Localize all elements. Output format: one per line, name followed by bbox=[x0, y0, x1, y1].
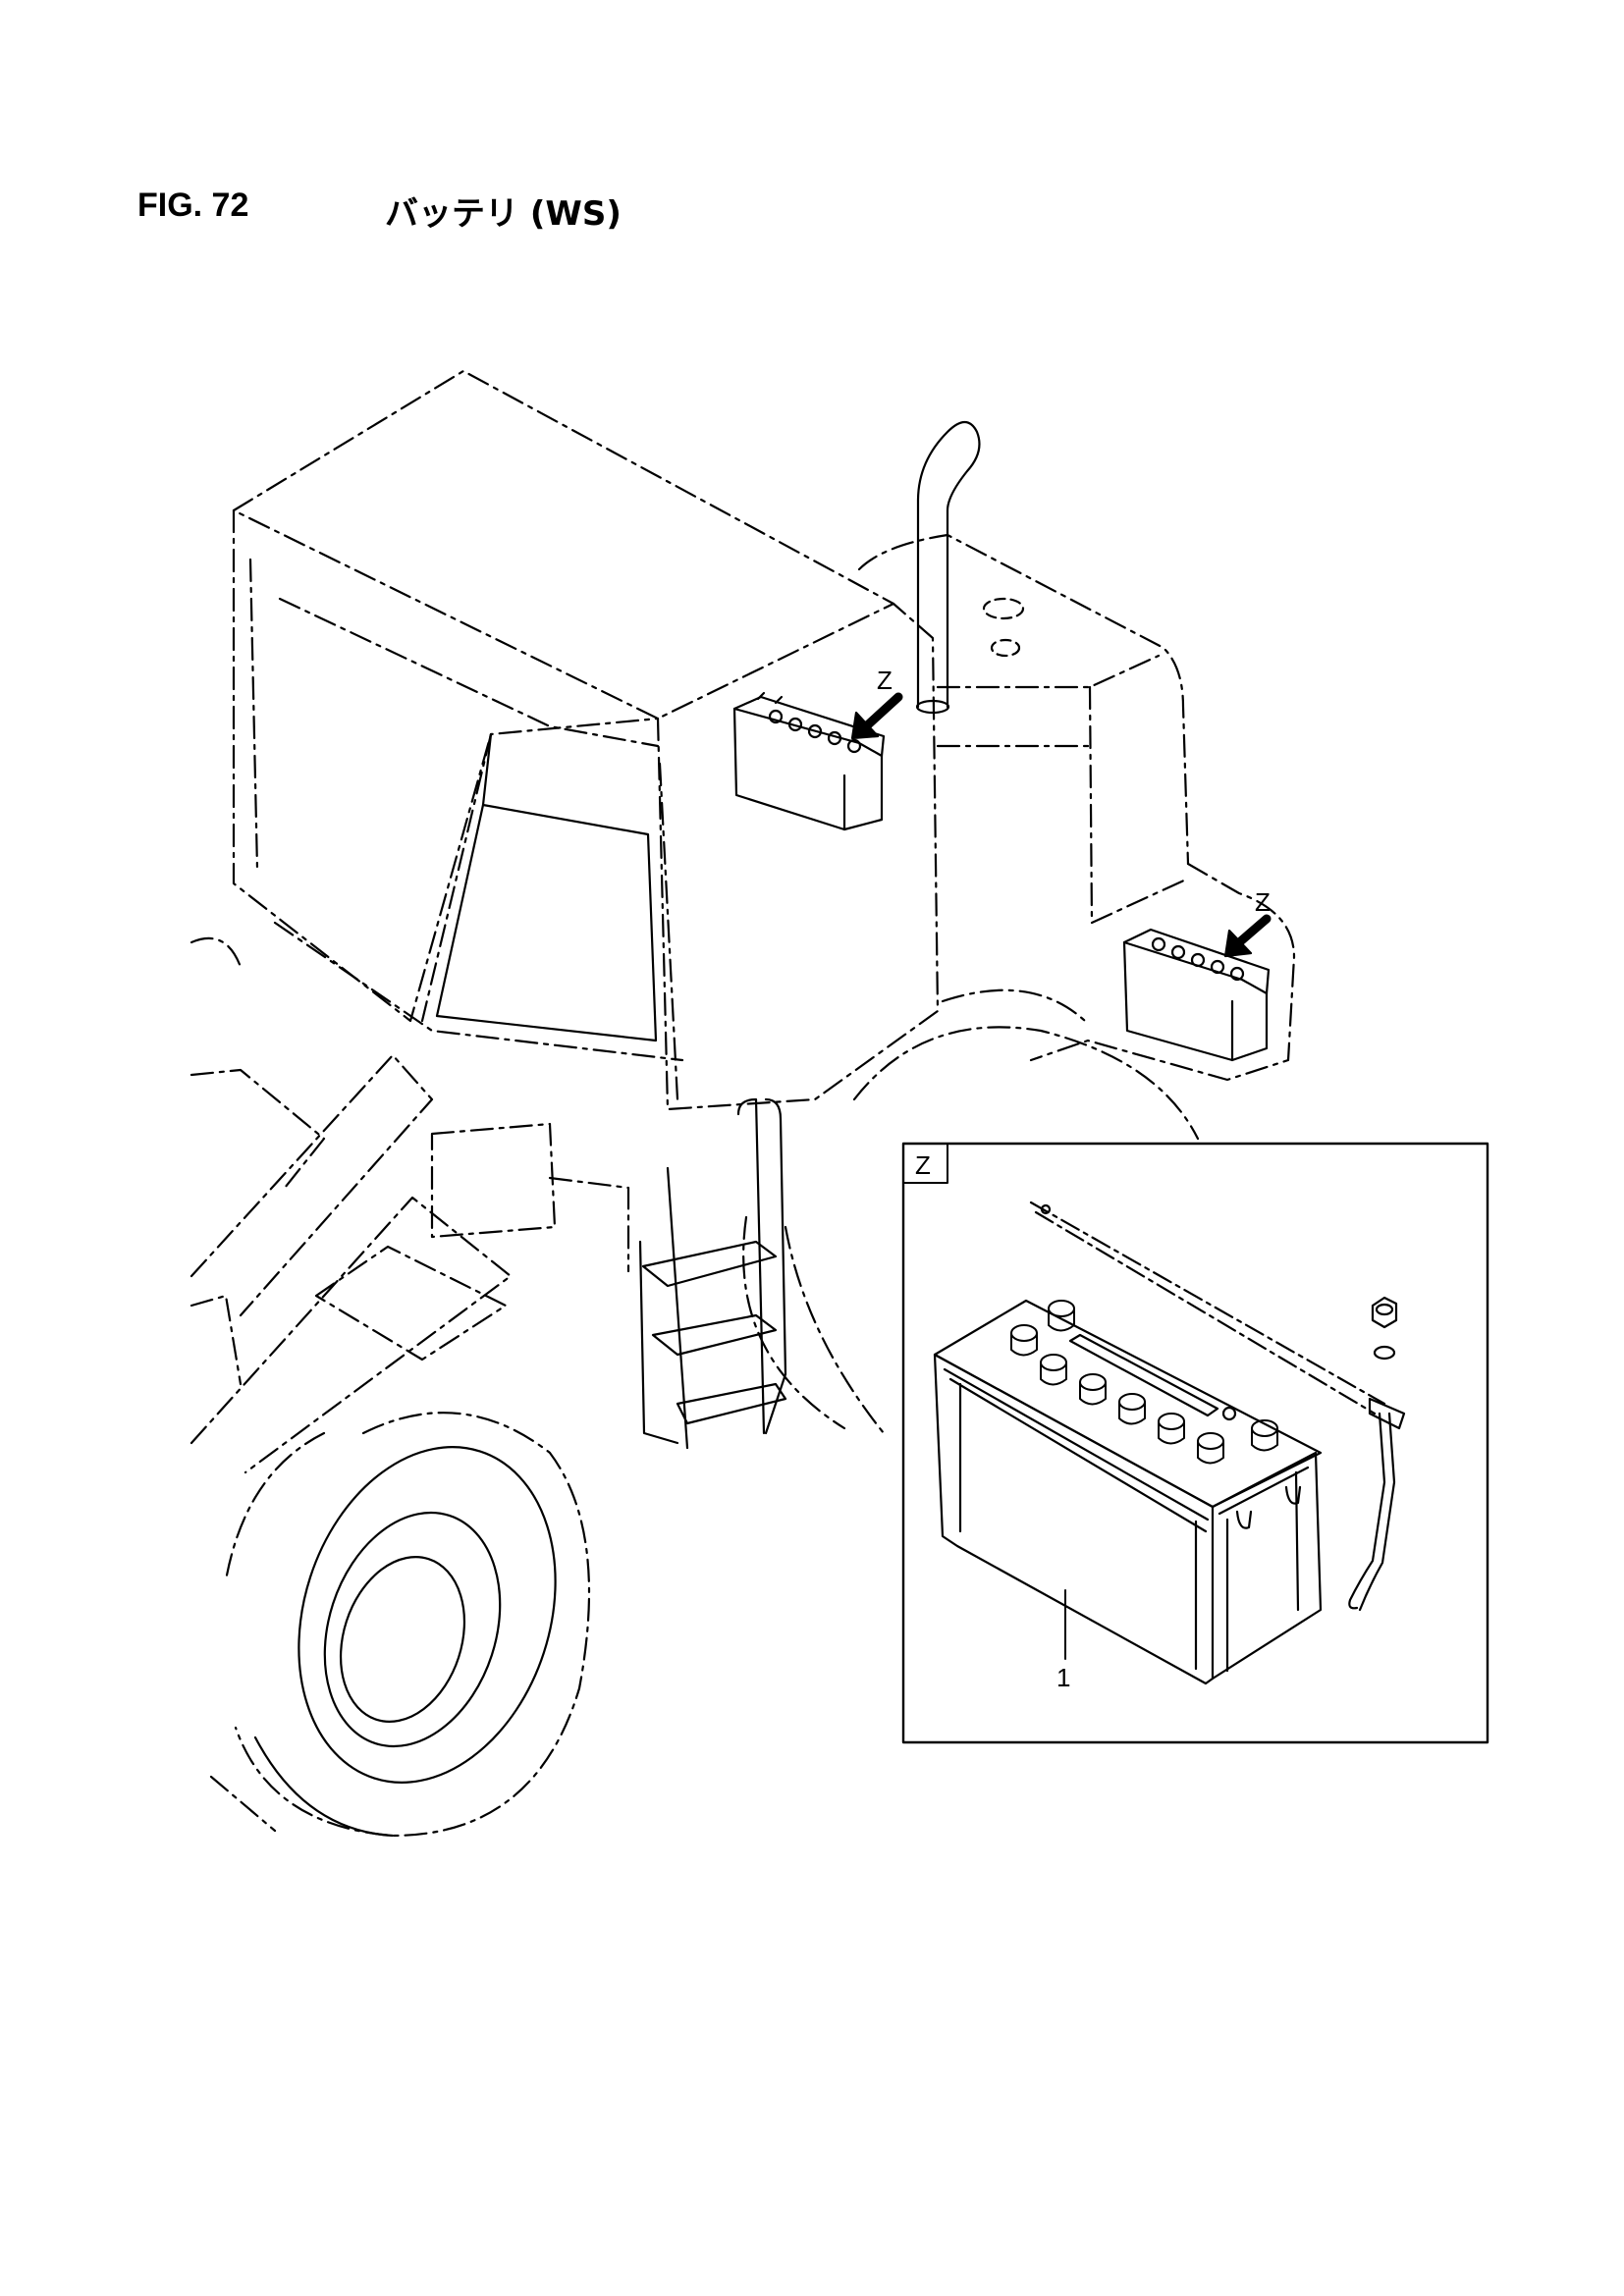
exhaust-pipe bbox=[915, 420, 1025, 715]
nut bbox=[1371, 1296, 1398, 1329]
cab-windows bbox=[435, 732, 658, 1042]
figure-number: FIG. 72 bbox=[137, 187, 249, 224]
battery bbox=[933, 1299, 1323, 1685]
upper-view-letter: Z bbox=[877, 666, 893, 695]
upper-view-marker: Z bbox=[850, 666, 903, 740]
j-bolt bbox=[1348, 1397, 1406, 1612]
callout-1: 1 bbox=[1056, 1663, 1070, 1692]
upper-battery bbox=[732, 691, 886, 831]
machine-outline bbox=[189, 369, 1296, 1838]
rear-view-letter: Z bbox=[1255, 887, 1271, 917]
figure-title: バッテリ (WS) bbox=[385, 194, 622, 234]
front-wheel bbox=[253, 1446, 557, 1838]
rear-battery bbox=[1122, 928, 1271, 1062]
access-ladder bbox=[638, 1097, 787, 1450]
detail-label: Z bbox=[915, 1150, 931, 1180]
rear-view-marker: Z bbox=[1223, 887, 1272, 958]
detail-z-view: Z bbox=[901, 1142, 1489, 1744]
washer bbox=[1373, 1345, 1396, 1361]
